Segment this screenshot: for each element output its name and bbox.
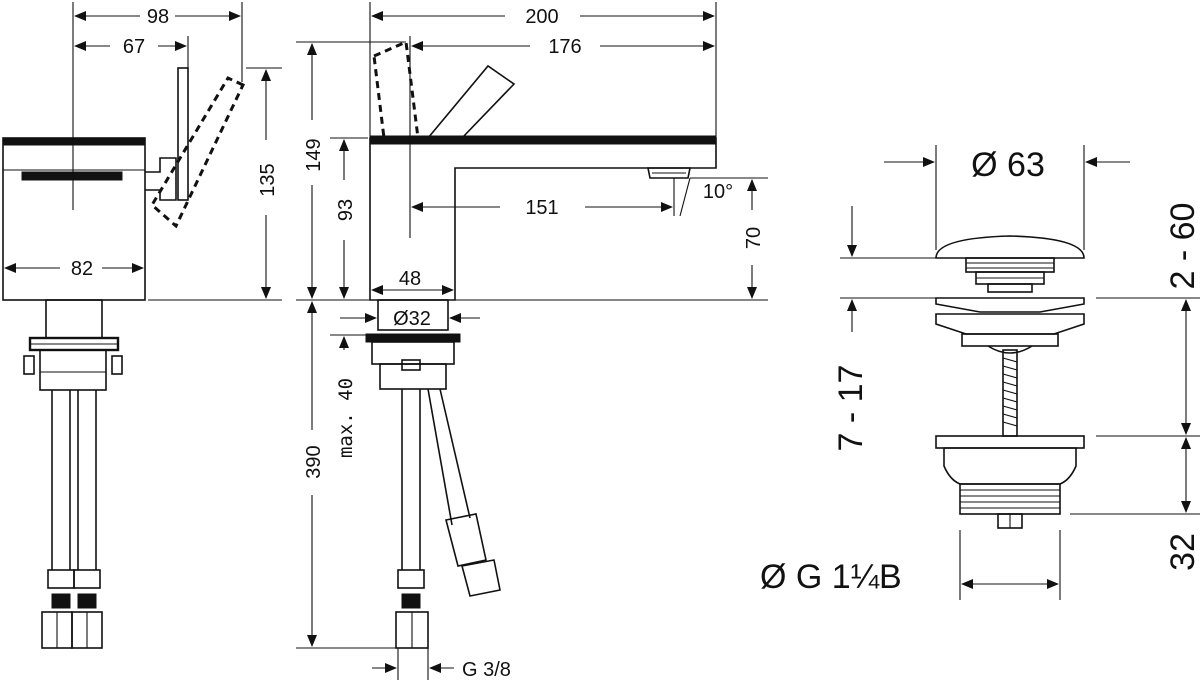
dim-10-angle-label: 10° xyxy=(703,181,733,203)
faucet-top-plate xyxy=(2,137,146,146)
lever-open-position xyxy=(150,76,246,229)
valve-flange xyxy=(935,297,1085,313)
side-view xyxy=(2,67,246,649)
waste-valve-dimensions: Ø 63 7 - 17 2 - 60 32 Ø G 1¼B xyxy=(760,145,1200,600)
dim-93-label: 93 xyxy=(335,199,357,221)
dim-98-label: 98 xyxy=(147,6,169,28)
dim-2-60-label: 2 - 60 xyxy=(1164,203,1200,290)
front-view-dimensions: 200 176 149 93 151 10° 70 48 Ø32 max. 40 xyxy=(296,2,768,681)
dim-176-label: 176 xyxy=(548,36,581,58)
dim-32-dia-label: Ø32 xyxy=(393,308,431,330)
dim-82-label: 82 xyxy=(71,258,93,280)
aerator-grid xyxy=(21,171,123,181)
side-view-dimensions: 98 67 135 82 xyxy=(4,2,282,301)
dim-149-label: 149 xyxy=(303,138,325,171)
dim-48-label: 48 xyxy=(399,268,421,290)
valve-body-flange xyxy=(935,435,1085,449)
dim-135-label: 135 xyxy=(257,163,279,196)
dim-200-label: 200 xyxy=(525,6,558,28)
faucet-body-front xyxy=(369,137,717,301)
spout-outlet xyxy=(647,167,691,179)
dim-151-label: 151 xyxy=(525,197,558,219)
front-view xyxy=(365,39,717,649)
waste-valve-view xyxy=(935,235,1085,529)
dim-g38-label: G 3/8 xyxy=(462,659,511,681)
lever-front xyxy=(427,64,516,139)
lever-open-front xyxy=(372,39,420,140)
dim-32-label: 32 xyxy=(1164,533,1200,571)
dim-max40-label: max. 40 xyxy=(335,378,357,458)
dim-63-dia-label: Ø 63 xyxy=(971,146,1045,184)
valve-thread xyxy=(959,483,1061,515)
valve-cap xyxy=(935,235,1085,259)
dim-70-label: 70 xyxy=(743,227,765,249)
dim-390-label: 390 xyxy=(303,445,325,478)
lever-handle xyxy=(177,67,189,201)
dim-g114-label: Ø G 1¼B xyxy=(760,558,902,596)
dim-67-label: 67 xyxy=(123,36,145,58)
dim-7-17-label: 7 - 17 xyxy=(832,365,870,452)
spout-top xyxy=(369,135,717,145)
